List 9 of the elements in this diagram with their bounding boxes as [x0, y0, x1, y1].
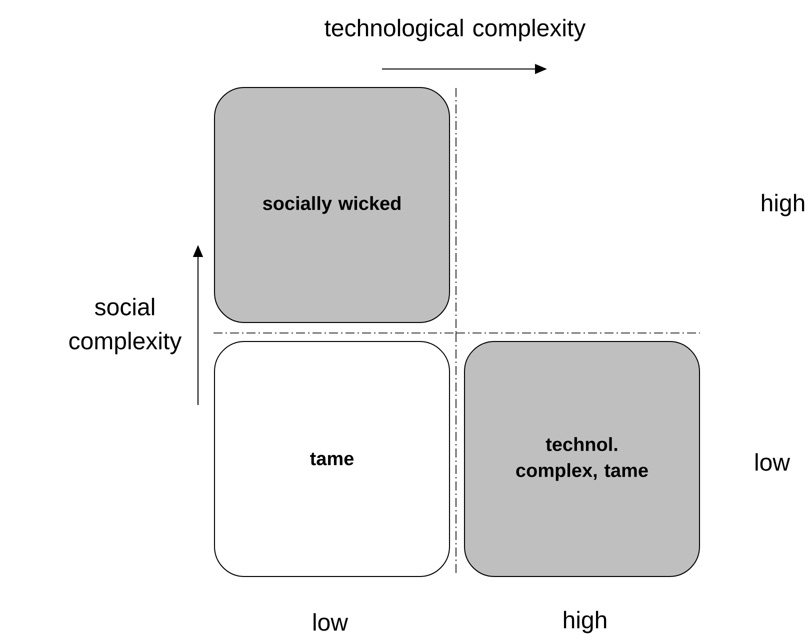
quadrant-box: technol. complex, tame	[464, 341, 700, 577]
axis-label: high	[762, 194, 804, 216]
axis-label: low	[314, 613, 348, 631]
axis-label: technological complexity	[324, 18, 586, 42]
axis-label: low	[756, 453, 790, 471]
axis-label: high	[564, 610, 606, 634]
axis-label: social complexity	[69, 298, 182, 354]
quadrant-box: socially wicked	[214, 87, 450, 323]
quadrant-box: tame	[214, 341, 450, 577]
